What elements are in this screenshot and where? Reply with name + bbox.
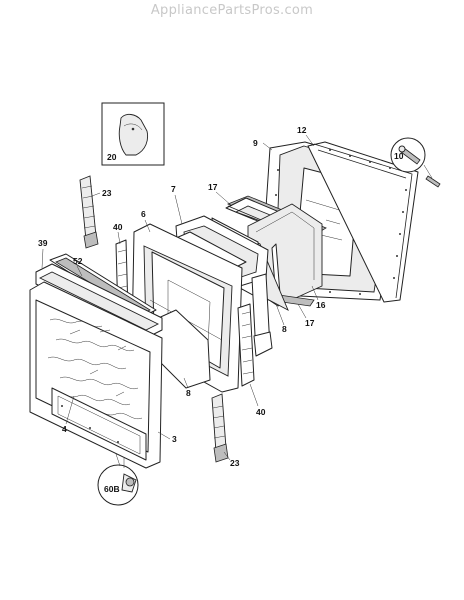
hinge-23-upper [79, 175, 99, 249]
callout-12: 12 [297, 125, 307, 135]
callout-23-lower: 23 [230, 458, 240, 468]
callout-17-lower: 17 [305, 318, 315, 328]
callout-52: 52 [73, 256, 83, 266]
callout-17-upper: 17 [208, 182, 218, 192]
outer-door-panel-3 [29, 281, 163, 469]
callout-23-upper: 23 [102, 188, 112, 198]
screw-bubble-10: 10 [390, 137, 441, 188]
callout-20: 20 [107, 152, 117, 162]
callout-40-right: 40 [256, 407, 266, 417]
screw-bubble-60B: 60B [97, 453, 139, 506]
door-handle-39 [35, 263, 163, 339]
rear-panel-12 [271, 141, 419, 303]
hinge-23-lower [211, 393, 229, 463]
callout-8-upper: 8 [282, 324, 287, 334]
site-watermark: AppliancePartsPros.com [150, 3, 314, 18]
callout-3: 3 [172, 434, 177, 444]
callout-16: 16 [316, 300, 326, 310]
callout-9: 9 [253, 138, 258, 148]
callout-8-lower: 8 [186, 388, 191, 398]
callout-39: 39 [38, 238, 48, 248]
callout-7: 7 [171, 184, 176, 194]
callout-60B: 60B [104, 484, 120, 494]
vent-strip-40-right [237, 303, 255, 387]
callout-4: 4 [62, 424, 67, 434]
inset-part-20: 20 [101, 102, 165, 166]
callout-40-left: 40 [113, 222, 123, 232]
callout-6: 6 [141, 209, 146, 219]
callout-10: 10 [394, 151, 404, 161]
